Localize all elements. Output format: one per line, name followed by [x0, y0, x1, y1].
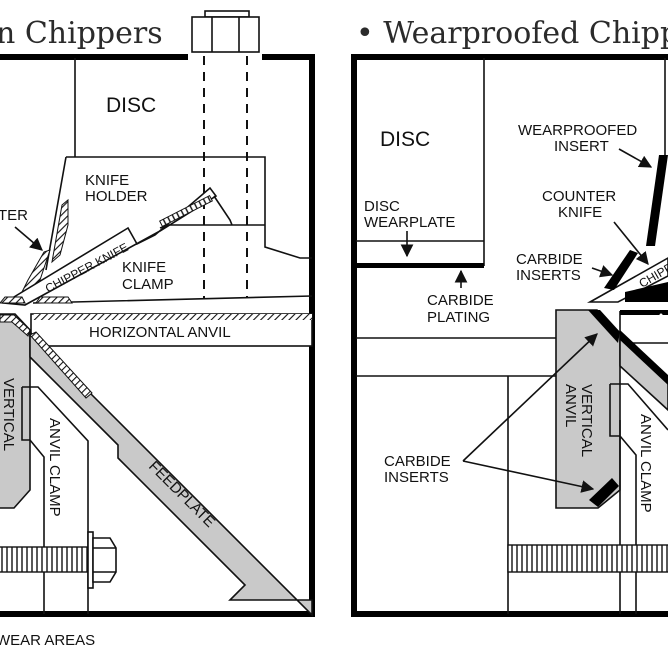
carbide-plating-label-line1: CARBIDE	[427, 292, 494, 309]
carbide-inserts-pointer-top	[462, 333, 598, 462]
top-bolt-head	[191, 10, 260, 298]
carbide-insert-counter	[604, 250, 638, 290]
counter-knife-label-partial: TER	[0, 207, 28, 224]
wear-area-horizontal-anvil	[33, 314, 312, 320]
knife-clamp-label-line2: CLAMP	[122, 276, 174, 293]
disc-wearplate-label-line2: WEARPLATE	[364, 214, 455, 231]
vertical-anvil-label-line2: ANVIL	[562, 384, 579, 427]
carbide-insert-anvil-top	[588, 310, 620, 343]
horizontal-anvil-carbide	[620, 310, 668, 315]
knife-clamp-outline	[32, 195, 313, 304]
anvil-bolt-thread	[0, 546, 89, 573]
anvil-bolt-nut	[92, 537, 117, 583]
wearproofed-insert-label-line2: INSERT	[554, 138, 609, 155]
horizontal-anvil-label: HORIZONTAL ANVIL	[89, 324, 231, 341]
wear-area-vertical-anvil	[0, 314, 31, 337]
wear-area-feedplate	[29, 331, 93, 399]
disc-wearplate-label-line1: DISC	[364, 198, 400, 215]
carbide-inserts-top-label-line2: INSERTS	[516, 267, 581, 284]
knife-bolt-thread	[159, 194, 213, 228]
right-anvil-clamp-outline	[609, 383, 668, 614]
left-anvil-clamp-label: ANVIL CLAMP	[46, 418, 63, 517]
carbide-insert-anvil-bottom	[589, 478, 619, 507]
chipper-knife	[1, 186, 218, 306]
wearproofed-insert-pointer	[618, 148, 653, 168]
right-housing-frame	[351, 54, 668, 617]
feedplate-carbide	[620, 330, 668, 385]
carbide-plating	[356, 263, 484, 268]
anvil-clamp-outline	[21, 386, 89, 614]
feedplate	[29, 330, 313, 617]
carbide-inserts-bottom-label-line1: CARBIDE	[384, 453, 451, 470]
right-disc-label: DISC	[380, 128, 430, 151]
right-panel-wearproofed-chipper: • Wearproofed Chippe DISC DISC WEARPLATE…	[351, 16, 668, 617]
legend-wear-areas: WEAR AREAS	[0, 632, 95, 649]
left-panel-standard-chipper: n Chippers DISC KNIFE HOLDER TER CHIPPER…	[0, 10, 315, 649]
counter-knife-label-line1: COUNTER	[542, 188, 616, 205]
knife-holder-label-line1: KNIFE	[85, 172, 129, 189]
left-disc-label: DISC	[106, 94, 156, 117]
wearproofed-insert-label-line1: WEARPROOFED	[518, 122, 637, 139]
carbide-inserts-pointer-bottom	[462, 460, 595, 493]
vertical-anvil-label-line1: VERTICAL	[578, 384, 595, 457]
counter-knife-pointer	[14, 226, 43, 251]
wearproofed-insert	[646, 155, 668, 246]
wear-area-holder	[51, 198, 69, 264]
counter-knife-pointer	[613, 221, 649, 265]
vertical-anvil	[0, 313, 31, 509]
left-panel-title: n Chippers	[0, 16, 163, 51]
right-panel-title: • Wearproofed Chippe	[356, 16, 668, 51]
carbide-inserts-bottom-label-line2: INSERTS	[384, 469, 449, 486]
carbide-inserts-top-pointer	[591, 265, 614, 278]
counter-knife-label-line2: KNIFE	[558, 204, 602, 221]
right-chipper-knife	[586, 257, 668, 303]
knife-clamp-label-line1: KNIFE	[122, 259, 166, 276]
wear-area-clamp-base	[0, 296, 73, 304]
carbide-inserts-top-label-line1: CARBIDE	[516, 251, 583, 268]
carbide-plating-label-line2: PLATING	[427, 309, 490, 326]
knife-clamp-carbide	[625, 282, 668, 302]
vertical-anvil-label-partial: VERTICAL	[0, 378, 17, 451]
right-anvil-bolt-thread	[507, 544, 668, 573]
knife-holder-label-line2: HOLDER	[85, 188, 148, 205]
right-anvil-clamp-label: ANVIL CLAMP	[637, 414, 654, 513]
